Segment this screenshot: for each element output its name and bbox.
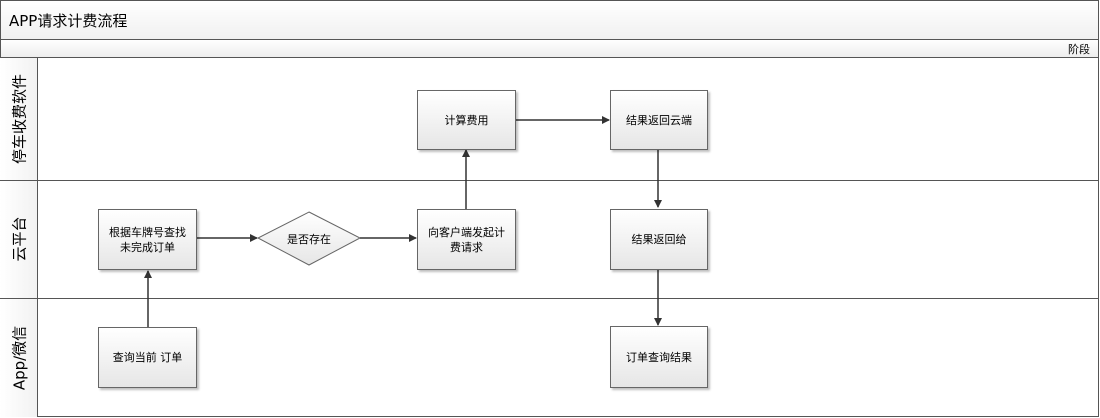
node-label: 计算费用 [444, 113, 489, 127]
lane-label-app-wechat: App/微信 [0, 298, 38, 417]
decision-label: 是否存在 [287, 233, 331, 246]
node-find-order: 根据车牌号查找未完成订单 [98, 209, 197, 270]
node-label: 查询当前 订单 [112, 351, 183, 364]
diagram-title: APP请求计费流程 [9, 12, 128, 30]
decision-diamond [256, 211, 362, 266]
node-return-to: 结果返回给 [610, 209, 708, 270]
node-send-request: 向客户端发起计费请求 [417, 209, 516, 270]
phase-header: 阶段 [0, 40, 1099, 58]
node-order-result: 订单查询结果 [610, 326, 708, 388]
node-label: 根据车牌号查找未完成订单 [109, 225, 186, 254]
node-return-cloud: 结果返回云端 [610, 90, 708, 150]
node-label: 结果返回给 [631, 233, 687, 246]
lane-divider [0, 180, 1099, 181]
lane-label-parking-software: 停车收费软件 [0, 58, 38, 180]
node-label: 结果返回云端 [626, 113, 692, 127]
node-query-order: 查询当前 订单 [98, 327, 197, 388]
node-label: 订单查询结果 [626, 350, 692, 364]
lane-label-cloud-platform: 云平台 [0, 180, 38, 298]
lane-divider [0, 298, 1099, 299]
node-label: 向客户端发起计费请求 [428, 225, 505, 254]
phase-label: 阶段 [1068, 43, 1090, 56]
title-bar: APP请求计费流程 [0, 0, 1099, 40]
node-calc-fee: 计算费用 [417, 90, 516, 150]
